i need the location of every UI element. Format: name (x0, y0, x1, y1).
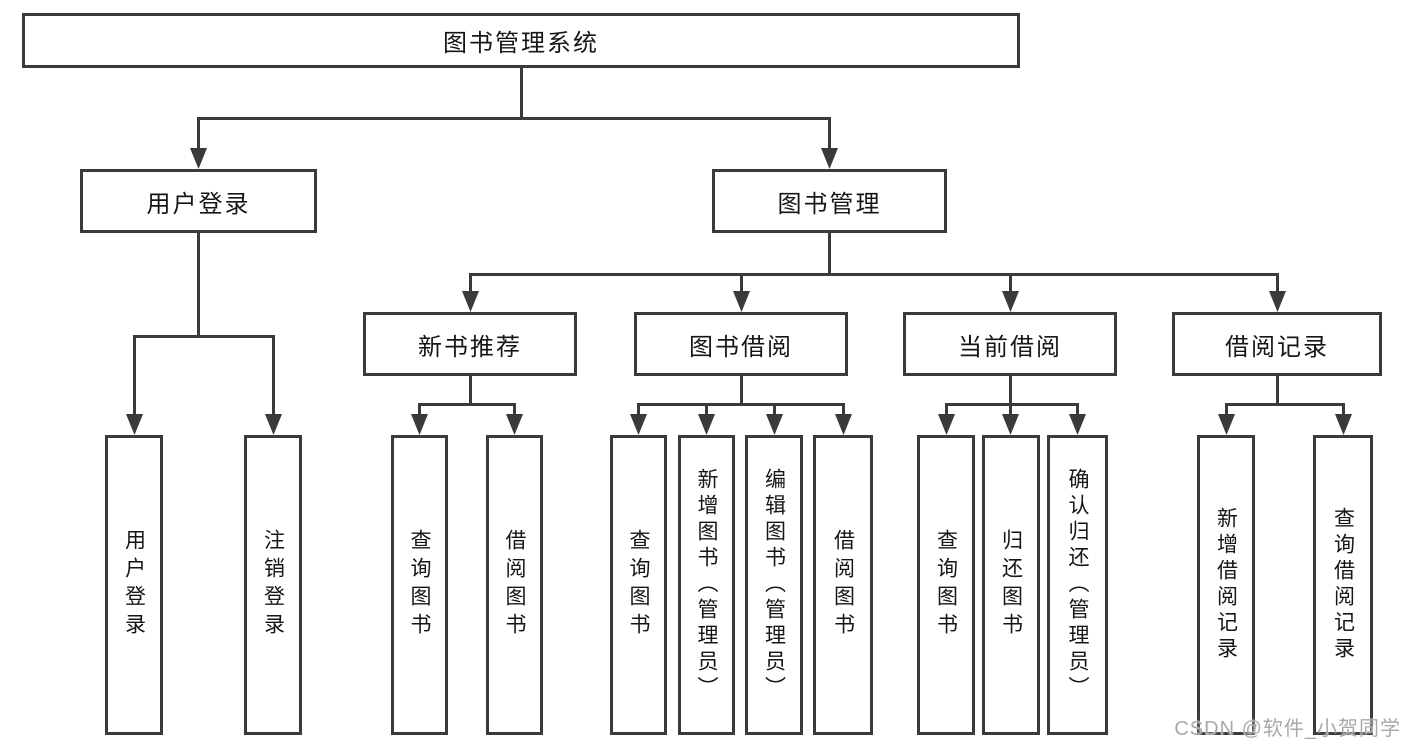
connector-current-borrow-children (938, 376, 1086, 435)
node-new-book-recommend: 新书推荐 (363, 312, 577, 376)
leaf-add-borrow-record-label: 新增借阅记录 (1214, 507, 1238, 663)
leaf-add-borrow-record: 新增借阅记录 (1197, 435, 1255, 735)
node-book-management-label: 图书管理 (777, 190, 882, 218)
leaf-user-login-label: 用户登录 (122, 529, 146, 641)
leaf-query-book-current-label: 查询图书 (934, 529, 958, 641)
connector-borrow-records-children (1218, 376, 1352, 435)
leaf-user-login: 用户登录 (105, 435, 163, 735)
leaf-query-book-borrow: 查询图书 (610, 435, 667, 735)
node-root: 图书管理系统 (22, 13, 1020, 68)
connector-root-to-level2 (190, 67, 838, 169)
node-book-borrow: 图书借阅 (634, 312, 848, 376)
leaf-add-book-admin: 新增图书（管理员） (678, 435, 735, 735)
leaf-confirm-return-admin-label: 确认归还（管理员） (1066, 468, 1089, 702)
node-book-borrow-label: 图书借阅 (689, 333, 793, 361)
connector-user-login-children (126, 233, 282, 435)
connector-new-book-children (411, 376, 523, 435)
node-current-borrow: 当前借阅 (903, 312, 1117, 376)
leaf-query-book-new-label: 查询图书 (408, 529, 431, 641)
leaf-query-book-new: 查询图书 (391, 435, 448, 735)
leaf-logout: 注销登录 (244, 435, 302, 735)
leaf-confirm-return-admin: 确认归还（管理员） (1047, 435, 1108, 735)
node-borrow-records-label: 借阅记录 (1225, 333, 1329, 361)
node-current-borrow-label: 当前借阅 (958, 333, 1062, 361)
node-new-book-recommend-label: 新书推荐 (418, 333, 522, 361)
leaf-query-borrow-record: 查询借阅记录 (1313, 435, 1373, 735)
leaf-query-book-borrow-label: 查询图书 (627, 529, 650, 641)
node-borrow-records: 借阅记录 (1172, 312, 1382, 376)
leaf-return-book-label: 归还图书 (999, 529, 1023, 641)
leaf-add-book-admin-label: 新增图书（管理员） (695, 468, 718, 702)
connector-book-management-children (462, 233, 1286, 312)
leaf-return-book: 归还图书 (982, 435, 1040, 735)
node-user-login: 用户登录 (80, 169, 317, 233)
node-book-management: 图书管理 (712, 169, 947, 233)
leaf-borrow-book-new-label: 借阅图书 (503, 529, 526, 641)
leaf-query-book-current: 查询图书 (917, 435, 975, 735)
leaf-borrow-book: 借阅图书 (813, 435, 873, 735)
csdn-watermark: CSDN @软件_小贺同学 (1174, 718, 1401, 740)
node-root-label: 图书管理系统 (443, 30, 599, 57)
connector-book-borrow-children (630, 376, 852, 435)
leaf-edit-book-admin: 编辑图书（管理员） (745, 435, 803, 735)
leaf-borrow-book-new: 借阅图书 (486, 435, 543, 735)
node-user-login-label: 用户登录 (146, 190, 251, 218)
leaf-logout-label: 注销登录 (261, 529, 285, 641)
leaf-borrow-book-label: 借阅图书 (831, 529, 855, 641)
leaf-edit-book-admin-label: 编辑图书（管理员） (762, 468, 786, 702)
leaf-query-borrow-record-label: 查询借阅记录 (1331, 507, 1355, 663)
